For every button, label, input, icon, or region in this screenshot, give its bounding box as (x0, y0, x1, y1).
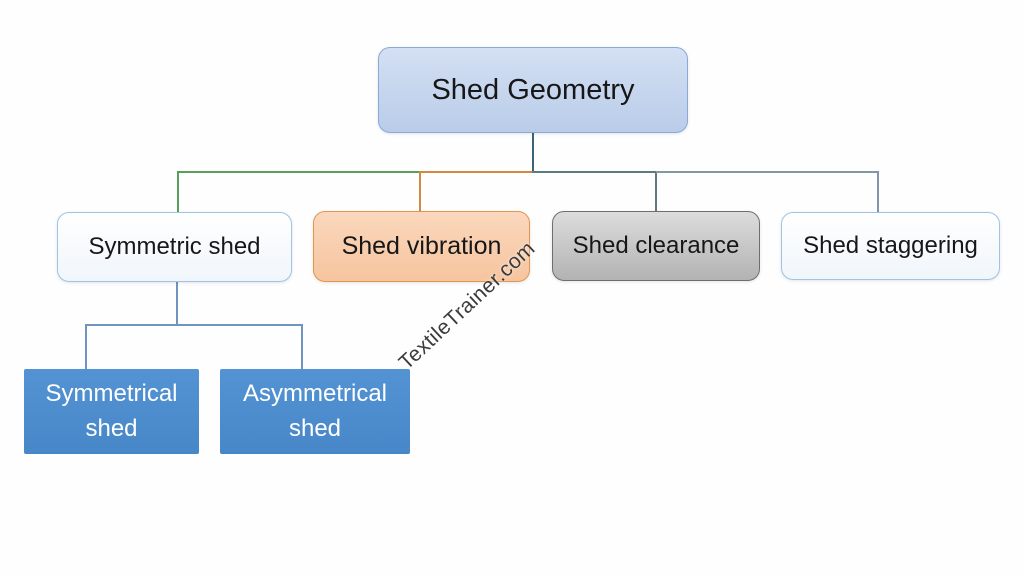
node-shed-geometry-label: Shed Geometry (431, 73, 635, 106)
connector-symmetric-drop (177, 171, 179, 213)
connector-vibration-drop (419, 171, 421, 212)
connector-clearance-drop (655, 171, 657, 212)
connector-subtree-horizontal (85, 324, 303, 326)
connector-vibration-horizontal (419, 171, 533, 173)
node-shed-clearance-label: Shed clearance (572, 232, 740, 259)
connector-symmetric-horizontal (177, 171, 421, 173)
node-symmetrical-shed-label: Symmetrical shed (45, 379, 178, 442)
node-symmetrical-shed: Symmetrical shed (24, 369, 199, 454)
node-shed-staggering: Shed staggering (781, 212, 1000, 280)
connector-staggering-drop (877, 171, 879, 213)
connector-staggering-horizontal (656, 171, 879, 173)
connector-root-stem (532, 131, 534, 172)
node-shed-geometry: Shed Geometry (378, 47, 688, 133)
node-asymmetrical-shed-label: Asymmetrical shed (242, 379, 387, 442)
connector-clearance-horizontal (532, 171, 656, 173)
node-asymmetrical-shed: Asymmetrical shed (220, 369, 410, 454)
node-shed-vibration: Shed vibration (313, 211, 530, 282)
node-shed-vibration-label: Shed vibration (341, 232, 502, 260)
connector-subtree-stem (176, 281, 178, 325)
connector-symmetrical-drop (85, 324, 87, 370)
node-symmetric-shed-label: Symmetric shed (88, 233, 261, 260)
connector-asymmetrical-drop (301, 324, 303, 370)
node-shed-staggering-label: Shed staggering (803, 232, 978, 259)
node-symmetric-shed: Symmetric shed (57, 212, 292, 282)
node-shed-clearance: Shed clearance (552, 211, 760, 281)
